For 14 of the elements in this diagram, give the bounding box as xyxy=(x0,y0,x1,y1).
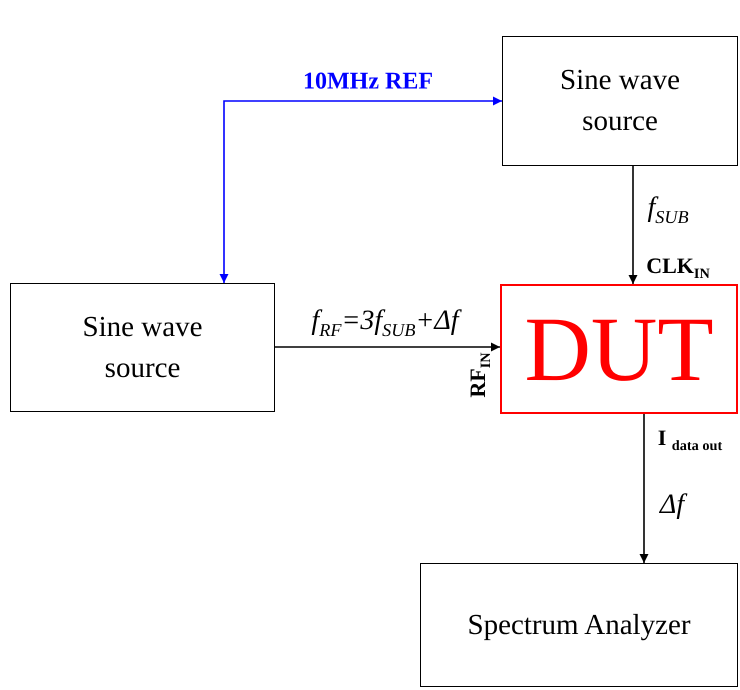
device-box xyxy=(500,284,738,414)
instrument-box xyxy=(10,283,275,412)
arrow xyxy=(640,414,648,563)
arrow xyxy=(220,96,502,283)
instrument-box xyxy=(502,36,738,166)
pin-label: I $_{data out}$ xyxy=(658,424,722,456)
arrow xyxy=(275,342,500,352)
node-text: Spectrum Analyzer xyxy=(466,608,692,643)
node-text: DUT xyxy=(524,296,714,402)
pin-label: CLK$_{IN}$ xyxy=(646,252,710,284)
node-text: Sine wave source xyxy=(559,63,681,139)
arrow xyxy=(628,166,638,284)
node-text: Sine wave source xyxy=(82,310,204,386)
instrument-box xyxy=(420,563,738,687)
